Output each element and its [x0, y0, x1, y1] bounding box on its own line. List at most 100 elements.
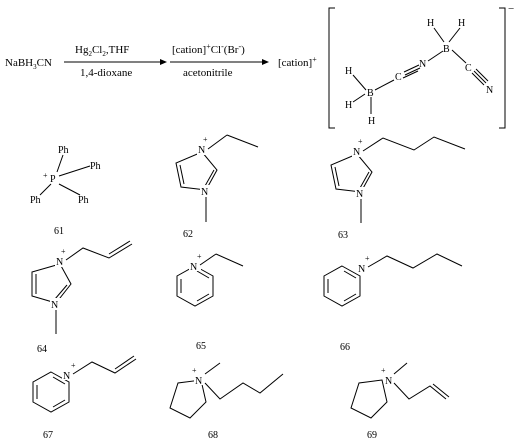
atom-n2: N — [486, 85, 493, 96]
charge-plus: + — [61, 247, 66, 256]
atom-mask — [200, 185, 211, 197]
atom-h4: H — [427, 18, 434, 29]
ph-right-top: Ph — [90, 161, 101, 172]
ring-double-bond — [334, 166, 340, 187]
atom-n-plus: N — [358, 264, 365, 275]
bond-b1-c1 — [374, 79, 395, 91]
charge-plus: + — [197, 252, 202, 261]
ring-double-bond-3 — [52, 376, 66, 385]
ring-double-bond-2 — [343, 293, 357, 302]
compound-68: N + 68 — [169, 362, 284, 441]
atom-n-plus: N — [56, 257, 63, 268]
pyridinium-ring — [323, 265, 361, 307]
charge-plus: + — [365, 254, 370, 263]
compound-label: 65 — [196, 341, 206, 352]
atom-c2: C — [465, 63, 472, 74]
atom-mask — [384, 372, 396, 385]
atom-n-plus: N — [353, 147, 360, 158]
bond-c2-n2-c — [471, 72, 485, 86]
bond-c1-n1-c — [402, 70, 419, 79]
atom-n: N — [356, 189, 363, 200]
atom-n-plus: N — [195, 376, 202, 387]
compound-66: N + 66 — [323, 253, 463, 353]
atom-n-plus: N — [63, 371, 70, 382]
atom-n-plus: N — [190, 262, 197, 273]
atom-h3: H — [368, 116, 375, 127]
atom-h2: H — [345, 100, 352, 111]
ethyl-chain — [199, 253, 217, 266]
butyl-chain — [204, 373, 284, 400]
bond-c1-n1-b — [404, 67, 421, 76]
solvent-dioxane: 1,4-dioxane — [80, 67, 132, 79]
pyridinium-ring — [32, 371, 70, 413]
arrow-head-2 — [262, 59, 269, 65]
bond-c2-n2-b — [475, 68, 489, 82]
atom-n1: N — [419, 59, 426, 70]
reagent-cation-halide: [cation]+Cl-(Br-) — [172, 42, 245, 56]
reactant-nabh3cn: NaBH3CN — [5, 57, 52, 71]
imidazolium-ring — [31, 263, 72, 304]
charge-plus: + — [358, 137, 363, 146]
atom-mask — [55, 254, 66, 267]
ring-double-bond-2 — [196, 293, 210, 302]
compound-label: 66 — [340, 342, 350, 353]
reagent-hg2cl2-thf: Hg2Cl2,THF — [75, 44, 129, 58]
imidazolium-ring — [330, 153, 373, 193]
bond-c2-n2-a — [473, 70, 487, 84]
atom-mask — [50, 298, 61, 310]
atom-mask — [197, 142, 208, 155]
allyl-double-bond — [108, 240, 131, 255]
atom-p: P — [50, 174, 56, 185]
compound-67: N + 67 — [32, 355, 137, 441]
atom-n-plus: N — [198, 145, 205, 156]
methyl-bond — [204, 362, 221, 375]
compound-61: Ph Ph P + Ph Ph 61 — [30, 145, 101, 237]
bond-n1-b2 — [427, 50, 444, 62]
bond-p-ph1 — [56, 154, 64, 173]
allyl-chain — [72, 358, 137, 375]
compound-65: N + 65 — [176, 252, 244, 352]
ring-double-bond-2 — [52, 399, 66, 408]
charge-plus: + — [192, 366, 197, 375]
imidazolium-ring — [175, 151, 218, 191]
atom-mask — [194, 372, 206, 385]
atom-c1: C — [395, 72, 402, 83]
compound-label: 62 — [183, 229, 193, 240]
pyridinium-ring — [176, 265, 214, 307]
atom-n: N — [201, 187, 208, 198]
atom-mask — [62, 367, 74, 380]
atom-b2: B — [443, 44, 450, 55]
ethyl-chain — [226, 134, 259, 148]
ring-double-bond-2 — [54, 284, 68, 300]
compound-label: 63 — [338, 230, 348, 241]
product-cation: [cation]+ — [278, 55, 317, 69]
atom-mask — [357, 260, 369, 273]
butyl-chain — [367, 253, 463, 269]
allyl-double-bond — [114, 355, 135, 370]
ph-right-bottom: Ph — [78, 195, 89, 206]
ethyl-chain — [215, 253, 244, 267]
compound-label: 68 — [208, 430, 218, 441]
atom-b1: B — [367, 88, 374, 99]
atom-n-plus: N — [385, 376, 392, 387]
ring-double-bond-3 — [343, 270, 357, 279]
atom-mask — [352, 144, 363, 157]
bracket-left — [328, 7, 335, 129]
ring-double-bond-3 — [196, 270, 210, 279]
charge-plus: + — [203, 135, 208, 144]
atom-mask — [189, 258, 201, 271]
butyl-chain — [362, 136, 466, 152]
bond-b1-h1 — [352, 74, 367, 91]
bond-p-ph2 — [58, 165, 91, 177]
pyrrolidinium-ring — [350, 379, 388, 419]
methyl-bond — [393, 362, 408, 375]
compound-63: N + N 63 — [330, 136, 466, 241]
solvent-acetonitrile: acetonitrile — [183, 67, 233, 79]
ph-top: Ph — [58, 145, 69, 156]
compound-label: 61 — [54, 226, 64, 237]
bond-b2-c2 — [451, 49, 467, 64]
atom-n: N — [51, 300, 58, 311]
bracket-right — [499, 7, 506, 129]
ph-left: Ph — [30, 195, 41, 206]
